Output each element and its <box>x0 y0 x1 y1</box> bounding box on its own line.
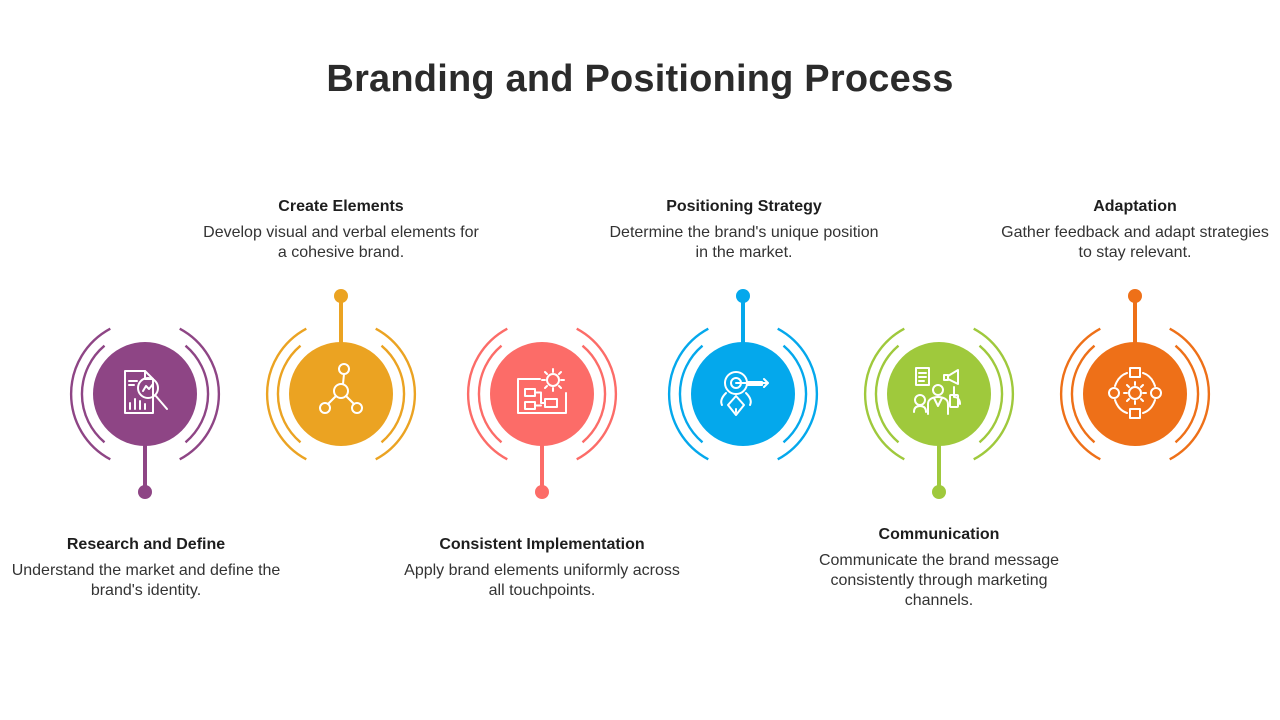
step-1-outer-arc-right <box>179 327 221 461</box>
step-1-inner-arc-left <box>80 344 106 444</box>
step-3-connector-dot <box>535 485 549 499</box>
step-3-inner-arc-left <box>477 344 503 444</box>
step-1-heading: Research and Define <box>66 536 226 553</box>
step-5-connector-dot <box>932 485 946 499</box>
step-4-connector-dot <box>736 289 750 303</box>
step-5-outer-arc-right <box>973 327 1015 461</box>
gear-cycle-icon <box>1108 367 1162 419</box>
step-4-circle <box>691 342 795 446</box>
step-4-inner-arc-left <box>678 344 704 444</box>
step-6-heading: Adaptation <box>1093 198 1177 215</box>
step-5-outer-arc-left <box>863 327 905 461</box>
step-5-description: Communicate the brand message consistent… <box>818 552 1060 609</box>
step-4-node <box>667 289 819 461</box>
gear-blueprint-icon <box>517 368 567 414</box>
step-4-caption: Positioning Strategy Determine the brand… <box>604 198 884 263</box>
step-6-circle <box>1083 342 1187 446</box>
step-2-heading: Create Elements <box>278 198 404 215</box>
step-1-circle <box>93 342 197 446</box>
step-3-inner-arc-right <box>581 344 607 444</box>
step-6-node <box>1059 289 1211 461</box>
step-6-description: Gather feedback and adapt strategies to … <box>1001 224 1269 261</box>
step-1-inner-arc-right <box>184 344 210 444</box>
step-1-outer-arc-left <box>69 327 111 461</box>
step-3-caption: Consistent Implementation Apply brand el… <box>402 536 682 601</box>
step-3-description: Apply brand elements uniformly across al… <box>404 562 680 599</box>
step-6-caption: Adaptation Gather feedback and adapt str… <box>995 198 1275 263</box>
step-5-inner-arc-right <box>978 344 1004 444</box>
step-2-node <box>265 289 417 461</box>
step-2-description: Develop visual and verbal elements for a… <box>203 224 479 261</box>
person-megaphone-icon <box>913 367 961 415</box>
step-6-connector-dot <box>1128 289 1142 303</box>
slide-title: Branding and Positioning Process <box>326 58 954 100</box>
step-6-inner-arc-right <box>1174 344 1200 444</box>
step-3-outer-arc-right <box>576 327 618 461</box>
step-2-outer-arc-right <box>375 327 417 461</box>
step-5-caption: Communication Communicate the brand mess… <box>799 526 1079 611</box>
step-2-caption: Create Elements Develop visual and verba… <box>201 198 481 263</box>
step-1-description: Understand the market and define the bra… <box>11 562 281 599</box>
step-2-outer-arc-left <box>265 327 307 461</box>
step-4-inner-arc-right <box>782 344 808 444</box>
step-2-connector-dot <box>334 289 348 303</box>
step-4-description: Determine the brand's unique position in… <box>609 224 879 261</box>
step-3-heading: Consistent Implementation <box>439 536 645 553</box>
step-6-inner-arc-left <box>1070 344 1096 444</box>
molecule-nodes-icon <box>319 363 363 414</box>
step-3-outer-arc-left <box>466 327 508 461</box>
step-2-inner-arc-right <box>380 344 406 444</box>
step-1-node <box>69 327 221 499</box>
step-6-outer-arc-right <box>1169 327 1211 461</box>
step-5-inner-arc-left <box>874 344 900 444</box>
step-4-outer-arc-right <box>777 327 819 461</box>
step-1-connector-dot <box>138 485 152 499</box>
target-location-icon <box>720 371 769 416</box>
step-2-inner-arc-left <box>276 344 302 444</box>
research-report-magnifier-icon <box>124 370 168 414</box>
step-4-outer-arc-left <box>667 327 709 461</box>
step-1-caption: Research and Define Understand the marke… <box>6 536 286 601</box>
step-5-heading: Communication <box>878 526 1000 543</box>
step-4-heading: Positioning Strategy <box>666 198 822 215</box>
step-2-circle <box>289 342 393 446</box>
step-6-outer-arc-left <box>1059 327 1101 461</box>
